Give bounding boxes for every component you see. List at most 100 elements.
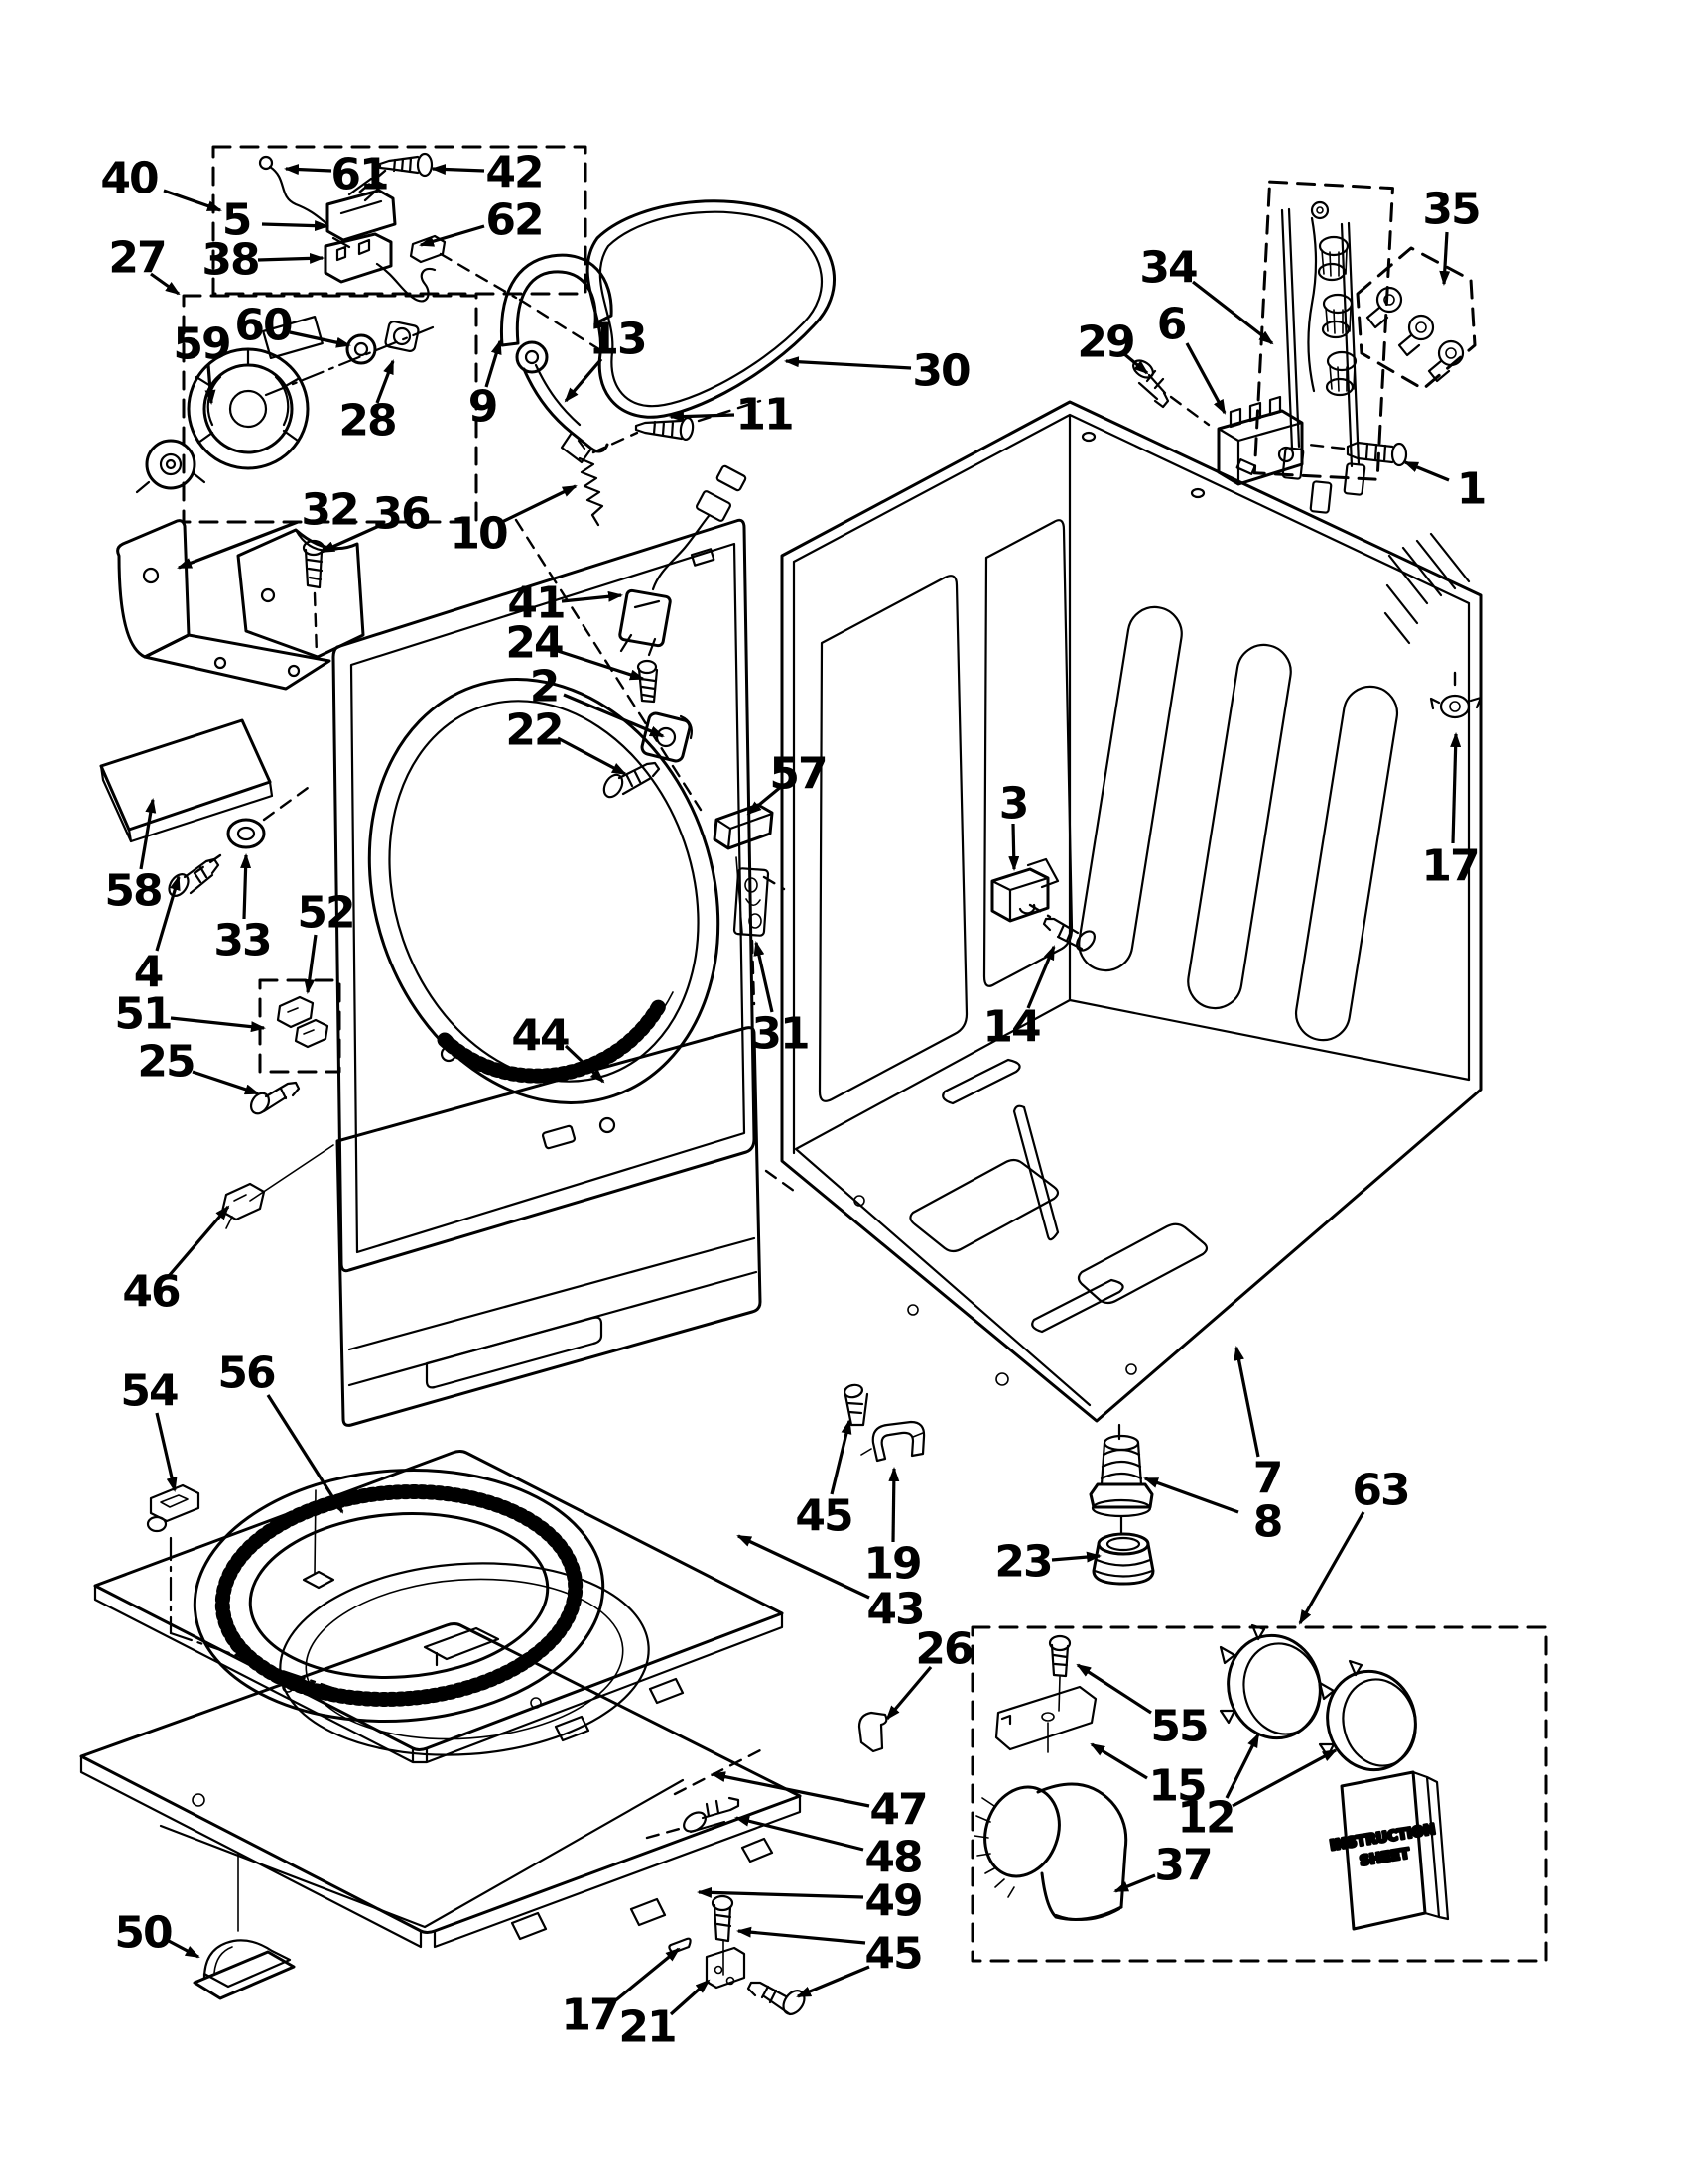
callout-54: 54 <box>120 1366 180 1492</box>
callout-label-17: 17 <box>1421 841 1478 892</box>
callout-40: 40 <box>100 154 222 212</box>
instruction-sheet: INSTRUCTION SHEET <box>1328 1770 1450 1931</box>
callout-23: 23 <box>994 1537 1102 1588</box>
screw-14-part <box>1042 917 1096 952</box>
screw-11-part <box>634 416 695 442</box>
callout-label-27: 27 <box>108 233 165 284</box>
base-assembly-group <box>79 1383 926 2016</box>
callout-label-32: 32 <box>301 485 357 536</box>
callout-33: 33 <box>213 853 273 966</box>
clip-46-part <box>220 1182 266 1229</box>
wire-nuts-35 <box>1365 286 1465 383</box>
plate-15-part <box>994 1685 1098 1753</box>
terminal-block-6-part <box>1217 395 1304 486</box>
callout-1: 1 <box>1403 460 1487 515</box>
screw-1-part <box>1346 441 1408 467</box>
motor-assembly-group <box>135 294 478 524</box>
kit-63-group: INSTRUCTION SHEET <box>971 1623 1548 1963</box>
callout-label-40: 40 <box>100 154 158 204</box>
callout-58: 58 <box>104 798 164 917</box>
callout-label-24: 24 <box>505 618 563 669</box>
switch-assembly-group <box>211 145 587 303</box>
callout-label-33: 33 <box>213 916 270 966</box>
callout-35: 35 <box>1422 185 1482 286</box>
screw-42-part <box>378 152 434 178</box>
callout-label-14: 14 <box>982 1002 1040 1053</box>
vent-caps-12-parts <box>1219 1623 1417 1772</box>
callout-label-60: 60 <box>234 301 292 351</box>
motor-bracket-32-part <box>116 519 365 691</box>
callout-label-15: 15 <box>1148 1761 1205 1812</box>
callout-label-7: 7 <box>1253 1454 1282 1504</box>
callout-label-30: 30 <box>912 346 970 397</box>
callout-label-37: 37 <box>1154 1841 1211 1891</box>
callout-label-2: 2 <box>530 662 559 712</box>
callout-17: 17 <box>561 1947 681 2041</box>
callout-12: 12 <box>1177 1733 1338 1844</box>
callout-59: 59 <box>173 320 232 405</box>
clamp-28-part <box>384 320 420 353</box>
screw-36-part <box>302 539 325 657</box>
clip-26-part <box>857 1711 888 1753</box>
callout-label-42: 42 <box>485 148 542 198</box>
base-panel-49-part <box>79 1622 802 1949</box>
pulley-60-part <box>345 333 377 365</box>
callout-label-22: 22 <box>505 706 562 756</box>
callout-label-34: 34 <box>1139 243 1197 294</box>
clip-51-52-parts <box>276 995 329 1049</box>
callout-6: 6 <box>1157 300 1227 415</box>
callout-46: 46 <box>122 1205 230 1318</box>
screw-45-top-part <box>711 1894 734 1976</box>
callout-42: 42 <box>431 148 545 198</box>
callout-44: 44 <box>511 1011 605 1084</box>
callout-label-1: 1 <box>1457 464 1486 515</box>
idler-arm-13-part <box>515 340 609 464</box>
callout-11: 11 <box>669 390 795 441</box>
callout-label-31: 31 <box>751 1009 808 1060</box>
callout-label-38: 38 <box>201 235 258 286</box>
callout-30: 30 <box>784 346 972 397</box>
screw-48-part <box>645 1796 740 1840</box>
callout-63: 63 <box>1298 1466 1411 1625</box>
callout-label-46: 46 <box>122 1267 180 1318</box>
callout-label-44: 44 <box>511 1011 569 1062</box>
guide-lines <box>439 252 796 1193</box>
callout-55: 55 <box>1076 1663 1210 1752</box>
pad-58-part <box>99 718 274 843</box>
callout-36: 36 <box>320 489 432 554</box>
callout-51: 51 <box>114 989 266 1040</box>
callout-label-54: 54 <box>120 1366 178 1417</box>
foot-23-part <box>1092 1532 1155 1586</box>
spring-10-part <box>577 439 604 527</box>
door-catch-3-part <box>990 857 1060 923</box>
nut-17-part <box>1429 671 1483 719</box>
callout-15: 15 <box>1090 1742 1208 1812</box>
callout-8: 8 <box>1143 1477 1283 1548</box>
callout-label-55: 55 <box>1150 1702 1207 1752</box>
callout-label-35: 35 <box>1422 185 1479 235</box>
washer-33-part <box>226 818 266 849</box>
clamp-19-part <box>860 1420 926 1463</box>
callout-label-10: 10 <box>450 509 507 560</box>
gasket-56-part <box>193 1468 605 1724</box>
callout-label-50: 50 <box>114 1908 172 1959</box>
relay-41-part <box>618 464 747 657</box>
callout-27: 27 <box>108 233 181 296</box>
callout-label-26: 26 <box>915 1624 973 1675</box>
callout-4: 4 <box>134 875 181 998</box>
callout-37: 37 <box>1113 1841 1214 1893</box>
callout-label-11: 11 <box>735 390 792 441</box>
callout-label-4: 4 <box>134 948 163 998</box>
screw-22-part <box>602 761 661 799</box>
callout-34: 34 <box>1139 243 1274 345</box>
door-seal-44-part <box>437 998 667 1084</box>
callout-label-45: 45 <box>795 1491 851 1542</box>
heater-group <box>1132 180 1477 514</box>
callout-label-5: 5 <box>222 195 251 246</box>
callout-41: 41 <box>507 578 623 629</box>
callout-14: 14 <box>982 945 1056 1053</box>
screw-55-part <box>1048 1634 1072 1712</box>
callout-label-43: 43 <box>866 1585 923 1635</box>
